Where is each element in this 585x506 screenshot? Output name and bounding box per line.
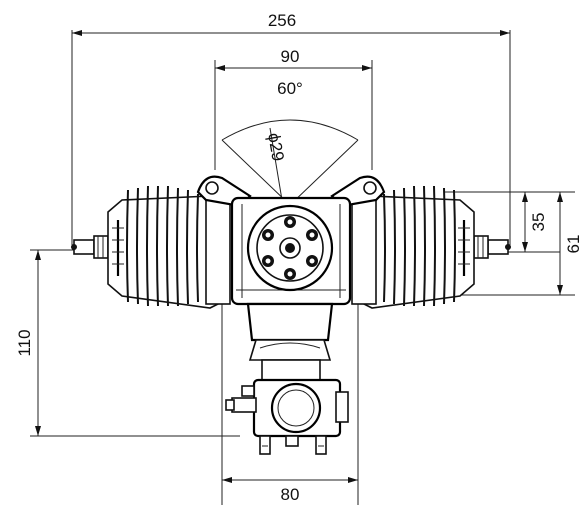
head-spacing-label: 90 — [281, 47, 300, 66]
dimension-carb-width: 80 — [221, 300, 359, 505]
engine-body — [71, 175, 511, 455]
overall-width-label: 256 — [268, 11, 296, 30]
right-spark-plug — [473, 235, 511, 259]
carburetor — [225, 378, 349, 455]
carb-drop-label: 110 — [15, 329, 34, 356]
dimension-cylinder-right: 35 61 — [445, 191, 583, 296]
cylinder-height-label: 61 — [564, 235, 583, 254]
intake-neck — [246, 302, 334, 381]
right-cylinder — [351, 185, 475, 309]
prop-hub — [246, 204, 334, 292]
left-spark-plug — [71, 235, 109, 259]
hub-diameter-label: ϕ29 — [264, 131, 288, 162]
mount-angle-label: 60° — [277, 79, 303, 98]
dimension-mount-angle: 60° — [221, 79, 359, 206]
dimension-hub-diameter: ϕ29 — [264, 127, 288, 201]
dimension-overall-width: 256 — [71, 11, 511, 245]
left-cylinder — [107, 185, 231, 309]
cylinder-offset-label: 35 — [529, 213, 548, 232]
dimension-carb-drop: 110 — [15, 249, 240, 437]
carb-width-label: 80 — [281, 485, 300, 504]
dimension-head-spacing: 90 — [214, 47, 373, 170]
